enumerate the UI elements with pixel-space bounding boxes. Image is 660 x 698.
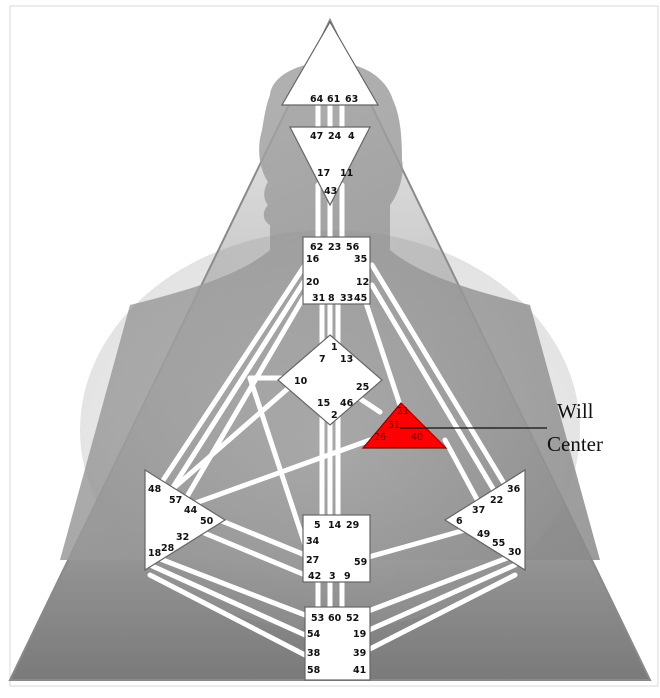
gate-label: 2 (331, 410, 338, 421)
gate-label: 4 (348, 131, 355, 142)
gate-label: 32 (176, 532, 189, 543)
gate-label: 9 (344, 571, 351, 582)
ajna-center (289, 126, 371, 207)
gate-label: 59 (354, 557, 367, 568)
channels (147, 102, 518, 658)
g-center (277, 334, 383, 426)
gate-label: 49 (477, 529, 490, 540)
gate-label: 8 (328, 293, 335, 304)
callout-label-line1: Will (557, 399, 594, 423)
gate-label: 33 (340, 293, 353, 304)
gate-label: 28 (161, 543, 175, 554)
gate-label: 24 (328, 131, 342, 142)
gate-label: 15 (317, 398, 330, 409)
gate-label: 5 (314, 520, 321, 531)
gate-label: 26 (374, 432, 386, 443)
head-center (280, 20, 380, 106)
gate-label: 27 (306, 555, 319, 566)
gate-label: 50 (200, 516, 214, 527)
gate-label: 63 (345, 94, 358, 105)
gate-label: 21 (397, 406, 409, 417)
gate-label: 7 (319, 354, 326, 365)
gate-label: 20 (306, 277, 320, 288)
gate-label: 25 (356, 382, 369, 393)
gate-label: 58 (307, 665, 321, 676)
gate-label: 17 (317, 168, 330, 179)
gate-label: 40 (411, 432, 423, 443)
gate-label: 19 (353, 629, 366, 640)
gate-label: 53 (311, 613, 324, 624)
gate-label: 60 (328, 613, 342, 624)
gate-label: 18 (148, 548, 162, 559)
gate-label: 1 (331, 342, 338, 353)
callout-label-line2: Center (547, 432, 603, 456)
gate-label: 34 (306, 536, 320, 547)
gate-label: 45 (354, 293, 367, 304)
sacral-center (302, 514, 371, 583)
gate-label: 37 (472, 505, 485, 516)
gate-label: 6 (456, 516, 463, 527)
gate-label: 38 (307, 648, 321, 659)
gate-label: 61 (327, 94, 340, 105)
gate-label: 10 (294, 376, 308, 387)
root-center (304, 606, 371, 681)
gate-label: 47 (310, 131, 323, 142)
gate-label: 41 (353, 665, 366, 676)
gate-label: 46 (340, 398, 354, 409)
gate-label: 55 (492, 538, 505, 549)
spleen-center (144, 468, 227, 572)
gate-label: 16 (306, 254, 320, 265)
gate-label: 35 (354, 254, 367, 265)
gate-label: 54 (307, 629, 321, 640)
gate-label: 62 (310, 242, 323, 253)
gate-label: 42 (308, 571, 321, 582)
gate-label: 31 (312, 293, 325, 304)
gate-label: 11 (340, 168, 353, 179)
gate-label: 48 (148, 484, 162, 495)
gate-label: 12 (356, 277, 369, 288)
solar-plexus-center (443, 468, 526, 572)
gate-label: 64 (310, 94, 324, 105)
gate-label: 13 (340, 354, 353, 365)
gate-label: 22 (490, 495, 503, 506)
gate-label: 57 (169, 495, 182, 506)
gate-label: 23 (328, 242, 341, 253)
gate-label: 39 (353, 648, 366, 659)
gate-label: 30 (508, 547, 522, 558)
gate-label: 44 (184, 505, 198, 516)
gate-label: 3 (329, 571, 336, 582)
will-center (361, 402, 448, 449)
gate-label: 56 (346, 242, 360, 253)
throat-center (302, 236, 371, 305)
gate-label: 14 (328, 520, 342, 531)
gate-label: 29 (346, 520, 359, 531)
gate-label: 52 (346, 613, 359, 624)
gate-label: 43 (324, 186, 337, 197)
gate-label: 36 (507, 484, 521, 495)
gate-label: 51 (388, 420, 400, 431)
